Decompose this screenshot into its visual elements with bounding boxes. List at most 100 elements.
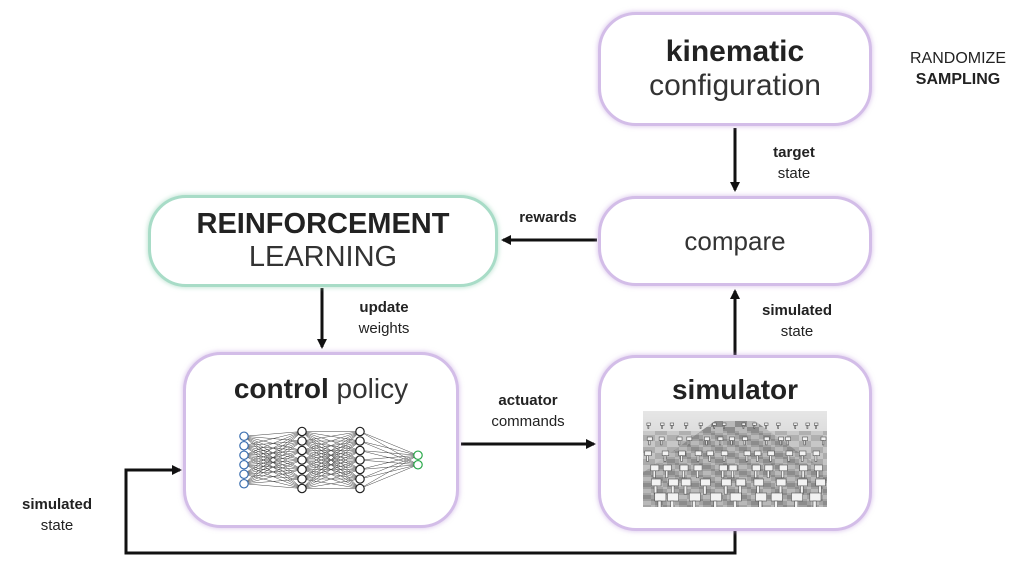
robot-body xyxy=(785,450,793,456)
robot-leg xyxy=(646,455,649,462)
robot-leg xyxy=(687,440,690,446)
nn-node xyxy=(297,474,307,484)
robot-body xyxy=(684,422,689,426)
nn-node xyxy=(413,459,423,470)
nn-node xyxy=(239,469,249,480)
robot-body xyxy=(778,464,788,472)
robot-leg xyxy=(769,455,772,462)
robot-body xyxy=(722,422,727,426)
nn-node xyxy=(297,436,307,446)
robot-body xyxy=(767,450,775,456)
robot-leg xyxy=(680,455,683,462)
robot-body xyxy=(728,464,738,472)
robot-leg xyxy=(663,455,667,462)
robot-leg xyxy=(766,470,770,479)
robot-body xyxy=(793,422,798,426)
checkerboard-robots-picture xyxy=(643,411,827,507)
nn-edge xyxy=(243,440,303,484)
robot-body xyxy=(752,422,757,426)
update-text: update xyxy=(359,299,409,316)
robot-leg xyxy=(696,470,699,479)
nn-edge xyxy=(301,459,361,489)
robot-leg xyxy=(660,440,663,446)
robot-leg xyxy=(774,500,778,507)
robot-leg xyxy=(696,455,700,462)
robot-body xyxy=(654,492,667,502)
robot-leg xyxy=(647,425,650,429)
robot-body xyxy=(812,450,820,456)
robot-body xyxy=(776,422,781,426)
robot-leg xyxy=(721,470,725,479)
robot-leg xyxy=(730,440,733,446)
robot-leg xyxy=(753,425,756,429)
robot-body xyxy=(667,492,679,502)
robot-body xyxy=(698,422,703,426)
robot-leg xyxy=(724,485,728,495)
robot-leg xyxy=(670,500,675,507)
nn-edge xyxy=(243,431,303,446)
robot-body xyxy=(785,436,791,441)
nn-edge xyxy=(301,431,361,470)
nn-node xyxy=(413,450,423,461)
simulated-left-text: simulated xyxy=(21,496,93,513)
robot-leg xyxy=(758,500,763,507)
simulated-right-text: simulated xyxy=(761,302,833,319)
simulated-state-right-label: simulated state xyxy=(748,300,846,342)
robot-body xyxy=(814,422,819,426)
robot-leg xyxy=(765,425,767,429)
robot-leg xyxy=(756,455,759,462)
nn-edge xyxy=(243,431,303,465)
robot-body xyxy=(770,492,783,502)
nn-edge xyxy=(301,440,361,489)
nn-node xyxy=(355,436,365,446)
nn-node xyxy=(355,464,365,475)
robot-leg xyxy=(678,440,681,446)
reinforcement-learning-box: REINFORCEMENT LEARNING xyxy=(148,195,498,287)
robot-body xyxy=(764,464,774,472)
nn-node xyxy=(297,445,307,456)
robot-body xyxy=(754,450,762,456)
nn-edge xyxy=(243,483,303,489)
robot-body xyxy=(729,492,742,502)
robot-body xyxy=(650,464,660,472)
robot-leg xyxy=(822,440,825,446)
robot-body xyxy=(681,478,692,487)
robot-body xyxy=(764,422,769,426)
robot-body xyxy=(799,450,807,456)
robot-leg xyxy=(816,470,820,479)
robot-body xyxy=(815,478,826,487)
nn-node xyxy=(239,459,249,470)
kinematic-configuration-box: kinematic configuration xyxy=(598,12,872,126)
randomize-sampling-label: RANDOMIZE SAMPLING xyxy=(895,48,1021,90)
robot-body xyxy=(735,478,746,487)
robot-body xyxy=(797,478,808,487)
actuator-text: actuator xyxy=(498,392,558,409)
robot-body xyxy=(814,464,823,472)
robot-leg xyxy=(657,500,662,507)
robot-leg xyxy=(722,455,726,462)
robot-leg xyxy=(733,500,737,507)
robot-body xyxy=(678,450,686,456)
neural-network-graphic xyxy=(239,426,423,494)
robot-body xyxy=(729,436,735,441)
nn-edge xyxy=(243,431,303,437)
nn-edge xyxy=(301,431,361,480)
robot-body xyxy=(820,436,827,441)
target-text: target xyxy=(773,144,815,161)
rewards-text: rewards xyxy=(519,209,577,226)
nn-edge xyxy=(243,431,303,475)
nn-edge xyxy=(301,450,361,489)
nn-edge xyxy=(301,469,361,489)
configuration-subtitle: configuration xyxy=(649,69,821,102)
robot-leg xyxy=(719,440,722,446)
nn-edge xyxy=(359,431,419,456)
weights-text: weights xyxy=(358,320,410,337)
compare-label: compare xyxy=(684,226,786,256)
robot-leg xyxy=(806,425,809,429)
nn-edge xyxy=(359,455,419,480)
robot-leg xyxy=(787,455,791,462)
nn-node xyxy=(355,474,365,484)
robot-body xyxy=(791,492,804,502)
robot-body xyxy=(669,422,674,426)
